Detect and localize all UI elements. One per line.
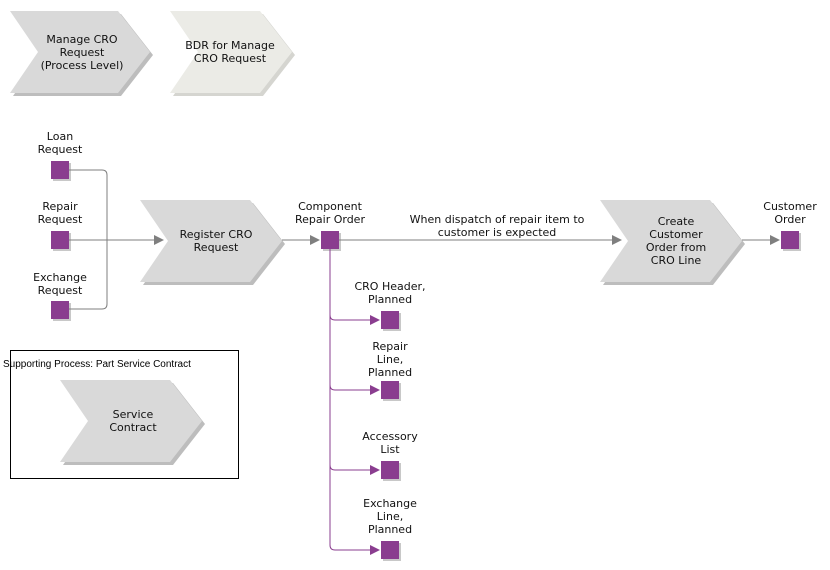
loan-request-event[interactable]	[51, 161, 71, 181]
repair-request-label: Repair Request	[37, 200, 83, 226]
repair-request-event[interactable]	[51, 231, 71, 251]
register-cro-request-label: Register CRO Request	[179, 228, 253, 254]
output-branch-connectors	[329, 249, 380, 555]
cro-header-planned-label: CRO Header, Planned	[354, 280, 426, 306]
exchange-line-planned-event[interactable]	[381, 541, 401, 561]
repair-line-planned-label: Repair Line, Planned	[367, 340, 413, 379]
input-connectors	[69, 169, 164, 310]
bdr-manage-cro-request-shape[interactable]	[170, 11, 295, 96]
component-repair-order-event[interactable]	[321, 231, 341, 251]
service-contract-shape[interactable]	[60, 380, 205, 465]
exchange-line-planned-label: Exchange Line, Planned	[363, 497, 417, 536]
manage-cro-request-label: Manage CRO Request (Process Level)	[40, 32, 124, 72]
supporting-process-title: Supporting Process: Part Service Contrac…	[3, 359, 191, 370]
create-customer-order-shape[interactable]	[600, 200, 745, 285]
bdr-manage-cro-request-label: BDR for Manage CRO Request	[185, 39, 275, 65]
cro-header-planned-event[interactable]	[381, 311, 401, 331]
manage-cro-request-process-shape[interactable]	[10, 11, 153, 96]
customer-order-event[interactable]	[781, 231, 801, 251]
exchange-request-event[interactable]	[51, 301, 71, 321]
component-repair-order-label: Component Repair Order	[295, 200, 365, 226]
loan-request-label: Loan Request	[37, 130, 83, 156]
customer-order-label: Customer Order	[763, 200, 817, 226]
supporting-process-box	[10, 350, 239, 479]
create-customer-order-label: Create Customer Order from CRO Line	[645, 215, 707, 267]
register-cro-request-shape[interactable]	[140, 200, 285, 285]
service-contract-label: Service Contract	[109, 408, 157, 434]
accessory-list-label: Accessory List	[362, 430, 418, 456]
exchange-request-label: Exchange Request	[33, 271, 87, 297]
dispatch-condition-label: When dispatch of repair item to customer…	[409, 213, 585, 239]
accessory-list-event[interactable]	[381, 461, 401, 481]
repair-line-planned-event[interactable]	[381, 381, 401, 401]
